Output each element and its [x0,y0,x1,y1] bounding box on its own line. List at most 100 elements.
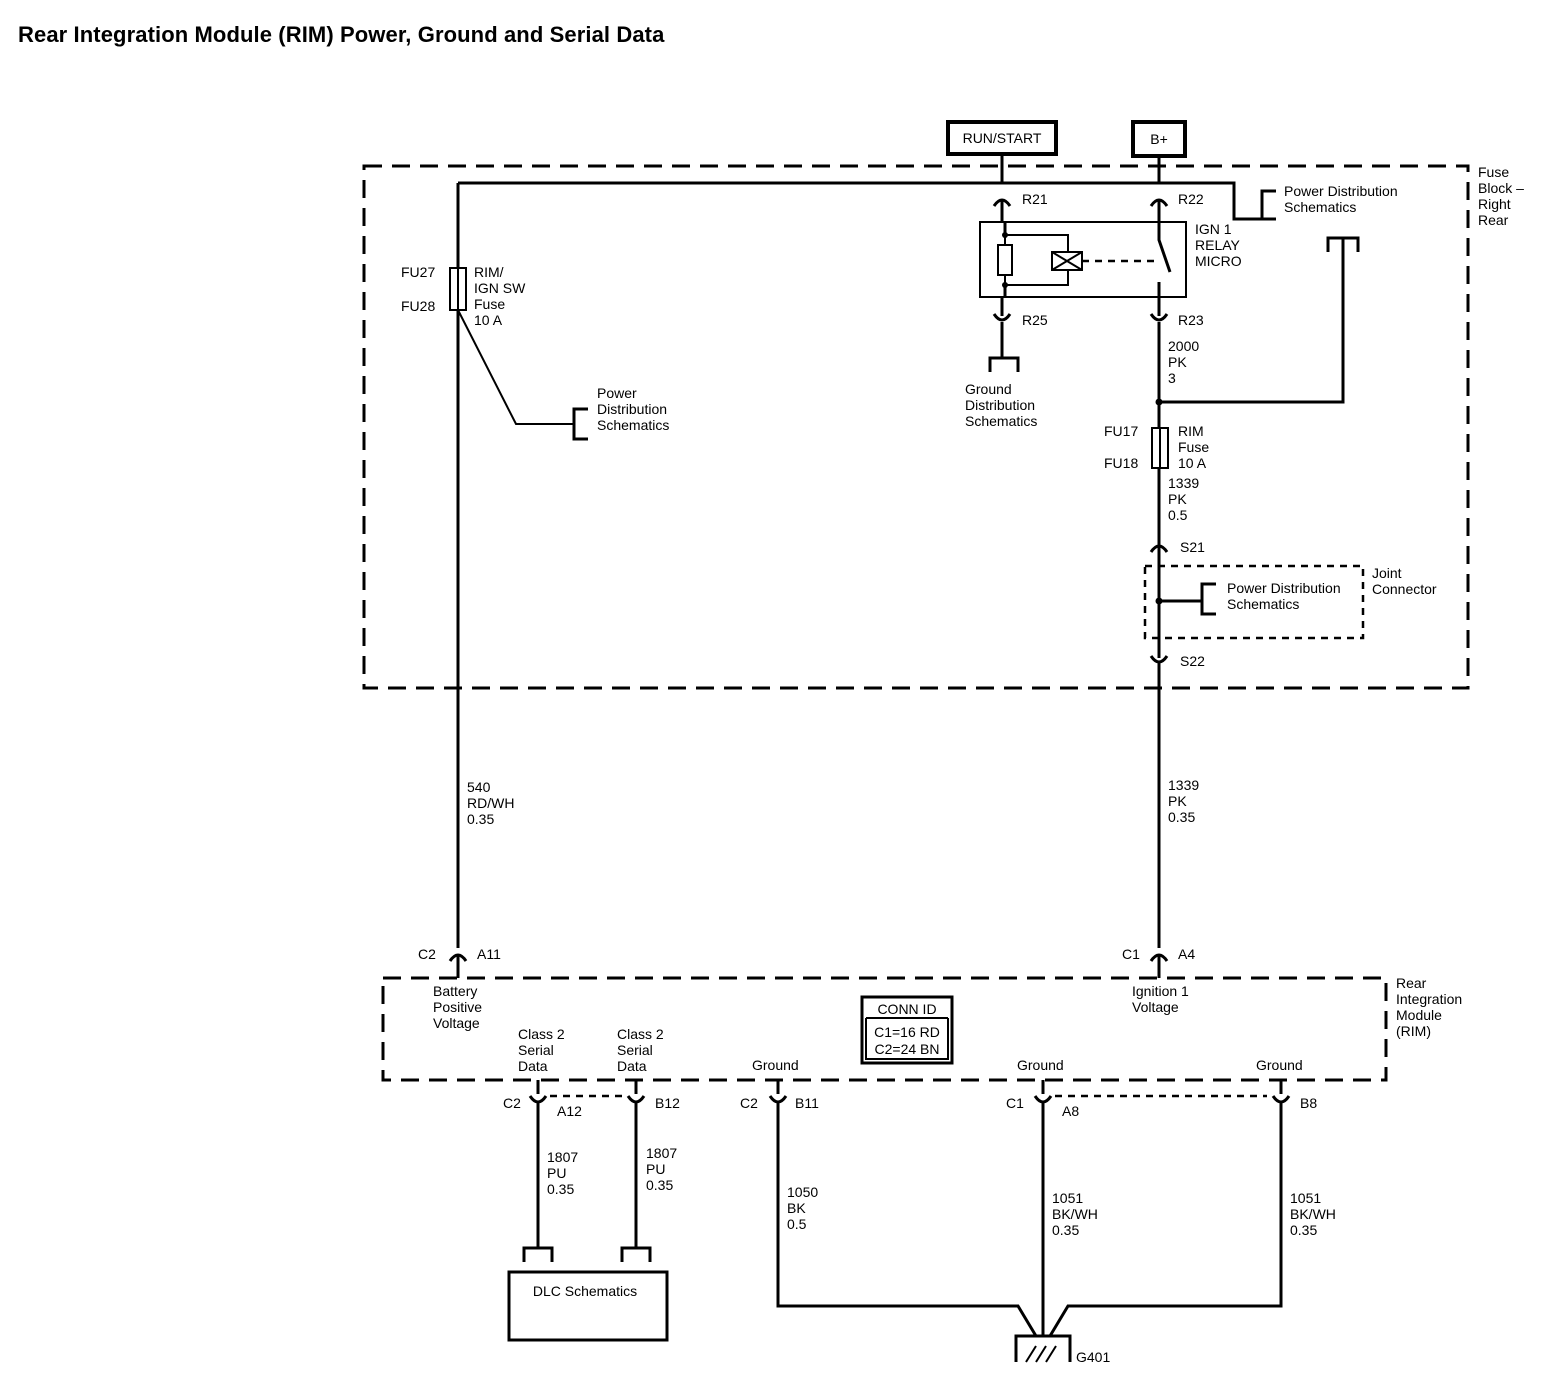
rim-pin-functions: Class 2 Serial Data Class 2 Serial Data … [518,1026,1303,1074]
svg-text:Schematics: Schematics [1227,596,1299,612]
svg-text:RIM: RIM [1178,423,1204,439]
svg-text:CONN ID: CONN ID [877,1001,936,1017]
svg-text:S21: S21 [1180,539,1205,555]
svg-text:1050: 1050 [787,1184,818,1200]
svg-text:540: 540 [467,779,491,795]
svg-text:RD/WH: RD/WH [467,795,514,811]
pin-b12: B12 [626,1080,680,1111]
svg-text:1807: 1807 [547,1149,578,1165]
svg-text:1807: 1807 [646,1145,677,1161]
svg-text:Ground: Ground [1256,1057,1303,1073]
fuse-block-outline [362,164,1470,690]
svg-text:0.5: 0.5 [1168,507,1188,523]
svg-text:10 A: 10 A [474,312,503,328]
wire-1807-labels: 1807 PU 0.35 1807 PU 0.35 [547,1145,677,1197]
svg-text:RELAY: RELAY [1195,237,1241,253]
svg-text:IGN 1: IGN 1 [1195,221,1232,237]
svg-text:PK: PK [1168,354,1187,370]
ign-1-relay: IGN 1 RELAY MICRO [979,221,1242,298]
fuse-diagonal-link [457,309,574,425]
svg-text:Distribution: Distribution [965,397,1035,413]
svg-text:Serial: Serial [518,1042,554,1058]
rim-ign-sw-fuse: FU27 FU28 RIM/ IGN SW Fuse 10 A [401,264,526,328]
svg-text:R23: R23 [1178,312,1204,328]
svg-text:Battery: Battery [433,983,477,999]
svg-text:Schematics: Schematics [597,417,669,433]
svg-text:C2: C2 [503,1095,521,1111]
power-distribution-stub [1159,236,1360,404]
wire-1339-label: 1339 PK 0.35 [1168,777,1199,825]
svg-text:FU27: FU27 [401,264,435,280]
svg-text:Voltage: Voltage [433,1015,480,1031]
svg-text:Block –: Block – [1478,180,1524,196]
svg-text:Power Distribution: Power Distribution [1284,183,1398,199]
pin-c2-b11: C2 B11 [740,1080,819,1111]
svg-text:Class 2: Class 2 [518,1026,565,1042]
svg-text:Module: Module [1396,1007,1442,1023]
svg-text:2000: 2000 [1168,338,1199,354]
svg-text:MICRO: MICRO [1195,253,1242,269]
svg-text:A8: A8 [1062,1103,1079,1119]
connector-r23: R23 [1149,312,1204,328]
svg-text:FU28: FU28 [401,298,435,314]
svg-text:1051: 1051 [1290,1190,1321,1206]
svg-text:C1: C1 [1006,1095,1024,1111]
svg-text:Ground: Ground [965,381,1012,397]
svg-text:Data: Data [617,1058,647,1074]
pin-c1-a4: C1 A4 Ignition 1 Voltage [1122,946,1195,1015]
svg-text:Rear: Rear [1396,975,1427,991]
svg-text:FU18: FU18 [1104,455,1138,471]
svg-text:0.35: 0.35 [646,1177,673,1193]
svg-text:A12: A12 [557,1103,582,1119]
svg-text:C2: C2 [740,1095,758,1111]
svg-text:PK: PK [1168,491,1187,507]
svg-text:Connector: Connector [1372,581,1437,597]
svg-text:B12: B12 [655,1095,680,1111]
b-plus-label: B+ [1150,131,1168,147]
svg-text:Joint: Joint [1372,565,1402,581]
svg-text:Integration: Integration [1396,991,1462,1007]
svg-text:IGN SW: IGN SW [474,280,526,296]
svg-text:Positive: Positive [433,999,482,1015]
svg-text:Ground: Ground [1017,1057,1064,1073]
svg-text:A11: A11 [477,946,501,962]
svg-text:Voltage: Voltage [1132,999,1179,1015]
svg-text:PK: PK [1168,793,1187,809]
svg-text:Fuse: Fuse [474,296,505,312]
svg-text:0.35: 0.35 [1168,809,1195,825]
svg-text:C1=16 RD: C1=16 RD [874,1024,940,1040]
svg-text:Data: Data [518,1058,548,1074]
svg-text:Class 2: Class 2 [617,1026,664,1042]
b-plus-source: B+ [1131,120,1187,158]
svg-text:RIM/: RIM/ [474,264,504,280]
svg-text:Ground: Ground [752,1057,799,1073]
svg-text:1051: 1051 [1052,1190,1083,1206]
svg-text:Schematics: Schematics [1284,199,1356,215]
svg-text:R22: R22 [1178,191,1204,207]
svg-text:BK: BK [787,1200,806,1216]
rim-label: Rear Integration Module (RIM) [1396,975,1462,1039]
svg-text:0.35: 0.35 [1290,1222,1317,1238]
svg-text:C1: C1 [1122,946,1140,962]
svg-text:C2=24 BN: C2=24 BN [875,1041,940,1057]
svg-text:Power: Power [597,385,637,401]
svg-text:R21: R21 [1022,191,1048,207]
svg-text:PU: PU [547,1165,566,1181]
svg-text:Schematics: Schematics [965,413,1037,429]
svg-text:0.5: 0.5 [787,1216,807,1232]
svg-text:Serial: Serial [617,1042,653,1058]
svg-text:Power Distribution: Power Distribution [1227,580,1341,596]
ground-g401-icon: G401 [1014,1334,1110,1365]
svg-text:DLC Schematics: DLC Schematics [533,1283,637,1299]
wire-1050-bk [776,1102,1038,1337]
bus-bar [458,181,1262,221]
svg-text:Ignition 1: Ignition 1 [1132,983,1189,999]
wire-1051-b8 [1048,1102,1283,1337]
joint-connector: Power Distribution Schematics Joint Conn… [1143,564,1437,640]
svg-text:Distribution: Distribution [597,401,667,417]
svg-text:(RIM): (RIM) [1396,1023,1431,1039]
svg-text:S22: S22 [1180,653,1205,669]
diagram-title: Rear Integration Module (RIM) Power, Gro… [18,22,665,47]
svg-text:BK/WH: BK/WH [1052,1206,1098,1222]
